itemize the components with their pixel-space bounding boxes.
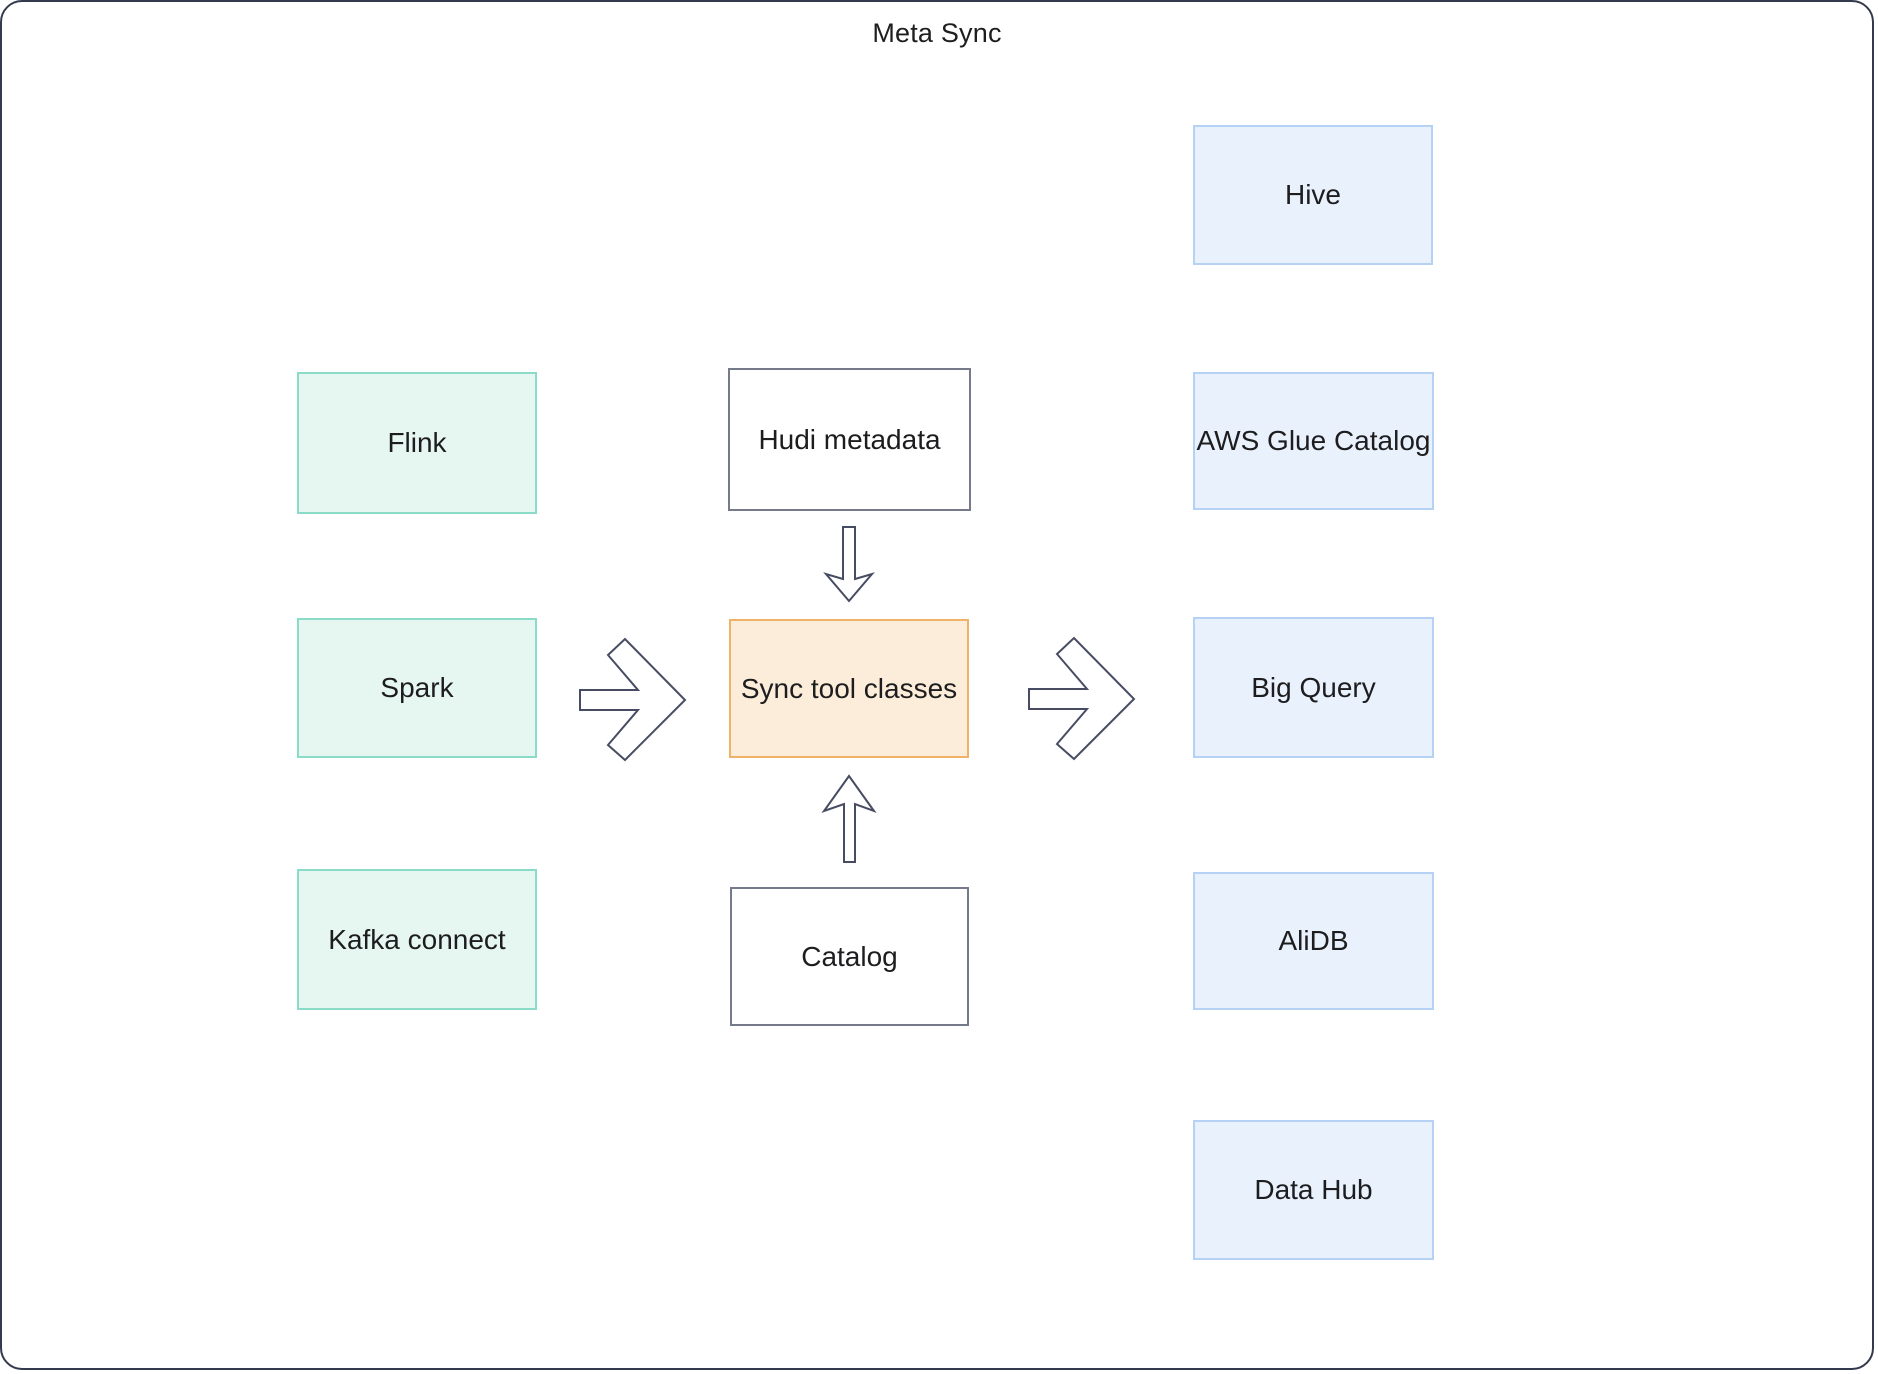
node-hudi-metadata: Hudi metadata xyxy=(728,368,971,511)
node-kafka-connect: Kafka connect xyxy=(297,869,537,1010)
node-spark: Spark xyxy=(297,618,537,758)
node-flink: Flink xyxy=(297,372,537,514)
block-arrow-right-icon xyxy=(1028,636,1136,761)
diagram-title: Meta Sync xyxy=(872,18,1002,48)
block-arrow-up-icon xyxy=(821,774,877,863)
node-catalog: Catalog xyxy=(730,887,969,1026)
node-hive: Hive xyxy=(1193,125,1433,265)
block-arrow-right-icon xyxy=(579,637,687,762)
block-arrow-down-icon xyxy=(823,526,875,603)
node-alidb: AliDB xyxy=(1193,872,1434,1010)
node-big-query: Big Query xyxy=(1193,617,1434,758)
node-data-hub: Data Hub xyxy=(1193,1120,1434,1260)
node-sync-tool-classes: Sync tool classes xyxy=(729,619,969,758)
node-aws-glue-catalog: AWS Glue Catalog xyxy=(1193,372,1434,510)
